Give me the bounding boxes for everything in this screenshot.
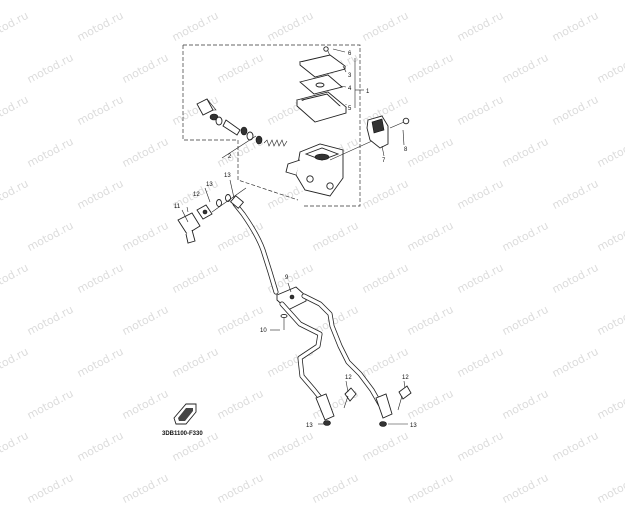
brake-hose-right [301, 293, 383, 407]
callout-6: 6 [348, 51, 352, 57]
assembly-boundary [182, 44, 361, 207]
union-bolt-bottom-left [315, 393, 335, 426]
callout-9: 9 [285, 275, 289, 281]
watermark-text: motod.ru [404, 470, 456, 506]
holder-bolt [389, 117, 410, 129]
callout-11: 11 [174, 204, 181, 210]
callout-13-top-a: 13 [206, 182, 213, 188]
union-bolt-top [196, 204, 213, 220]
callout-12-top: 12 [193, 192, 200, 198]
master-cylinder-body [285, 140, 373, 197]
watermark-text: motod.ru [214, 470, 266, 506]
callout-2: 2 [228, 154, 232, 160]
brake-hose-upper [229, 195, 279, 295]
callout-13-bottom-left: 13 [306, 423, 313, 429]
watermark-text: motod.ru [24, 470, 76, 506]
brake-hose-left [279, 301, 325, 403]
callout-12-right: 12 [402, 375, 409, 381]
diaphragm [296, 91, 347, 123]
callout-13-top-b: 13 [224, 173, 231, 179]
exploded-view: 1 2 3 4 5 6 7 8 9 10 11 12 12 12 13 13 1… [162, 44, 417, 437]
reservoir-cap [298, 54, 347, 78]
watermark-text: motod.ru [119, 470, 171, 506]
leader-lines [181, 48, 408, 425]
callout-13-bottom-right: 13 [410, 423, 417, 429]
front-direction-icon [173, 403, 197, 425]
parts-diagram: motod.ru motod.ru motod.ru motod.ru motod.ru… [0, 9, 625, 506]
callout-labels: 1 2 3 4 5 6 7 8 9 10 11 12 12 12 13 13 1… [174, 51, 417, 429]
piston-spring [263, 139, 288, 147]
callout-3: 3 [348, 73, 352, 79]
piston-kit [196, 98, 288, 159]
callout-1: 1 [366, 89, 370, 95]
callout-5: 5 [348, 106, 352, 112]
diagram-code: 3DB1100-F330 [162, 431, 203, 437]
brake-switch [177, 212, 201, 244]
callout-4: 4 [348, 86, 352, 92]
watermark-text: motod.ru [309, 470, 361, 506]
watermark-text: motod.ru [594, 470, 625, 506]
callout-8: 8 [404, 147, 408, 153]
callout-7: 7 [382, 158, 386, 164]
diaphragm-plate [299, 74, 343, 95]
master-cylinder-holder [366, 115, 389, 149]
copper-washers-top [211, 187, 247, 213]
joint-bolt [280, 313, 288, 330]
union-bolt-bottom-mid [343, 387, 357, 409]
union-bolt-bottom-right [375, 385, 412, 427]
watermark-text: motod.ru [499, 470, 551, 506]
callout-12-mid: 12 [345, 375, 352, 381]
callout-10: 10 [260, 328, 267, 334]
